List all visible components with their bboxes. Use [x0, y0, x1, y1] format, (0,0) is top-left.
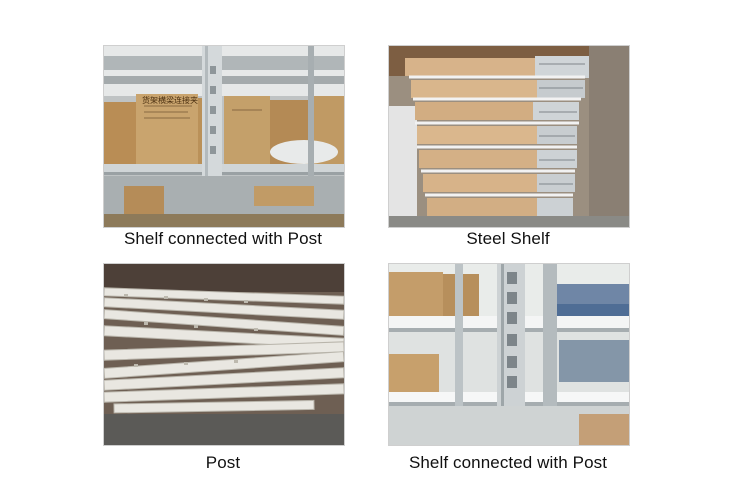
- photo-caption: Shelf connected with Post: [408, 453, 608, 472]
- photo-caption: Shelf connected with Post: [123, 229, 323, 248]
- photo-shelf-with-post-warehouse: 货架横梁连接夹: [103, 45, 345, 228]
- photo-shelf-with-post-closeup: [388, 263, 630, 446]
- box-label: 货架横梁连接夹: [142, 95, 198, 105]
- photo-posts-pile: [103, 263, 345, 446]
- photo-steel-shelf-packages: [388, 45, 630, 228]
- photo-caption: Post: [205, 453, 241, 472]
- photo-caption: Steel Shelf: [466, 229, 550, 248]
